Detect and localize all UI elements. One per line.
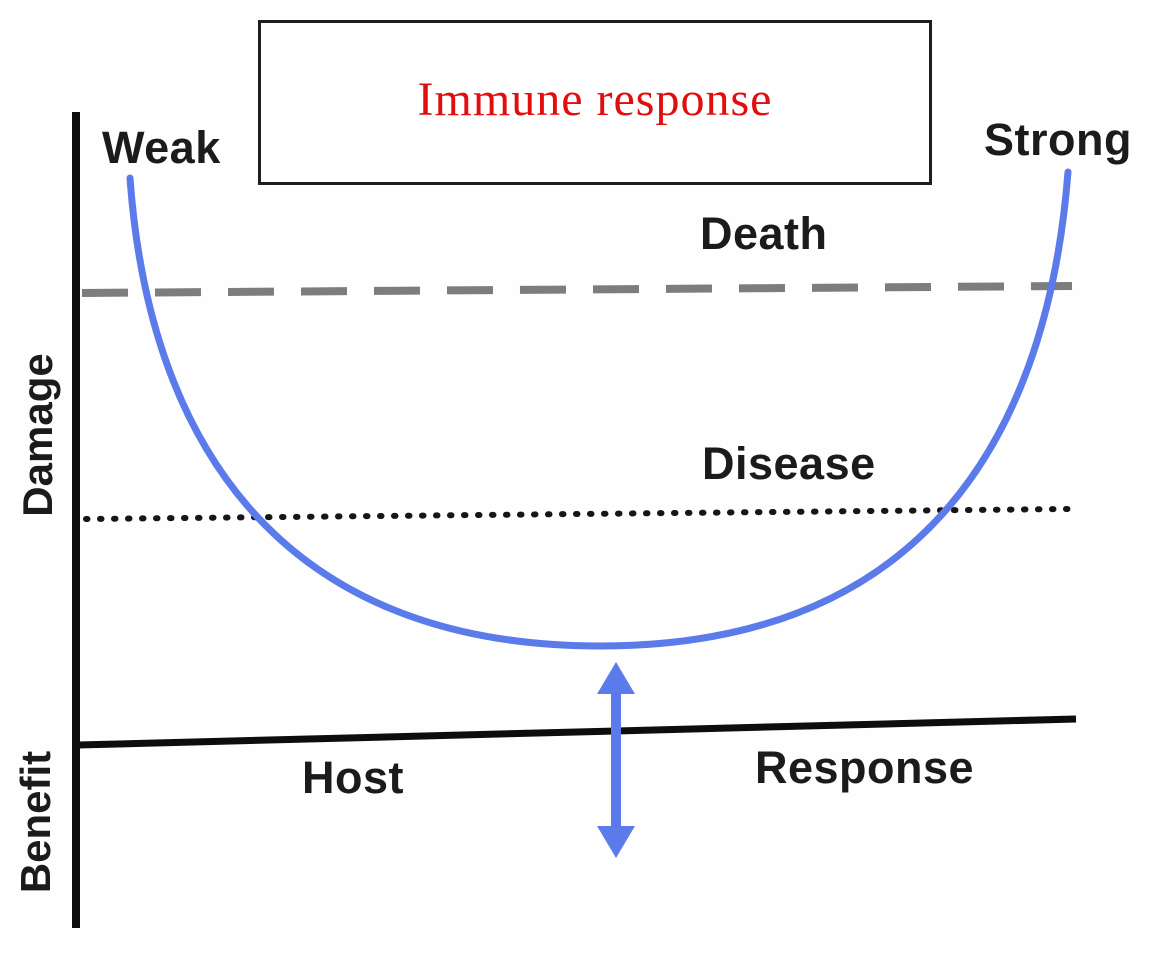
- strong-label: Strong: [984, 114, 1132, 165]
- y-axis-label-benefit: Benefit: [12, 750, 59, 894]
- u-curve: [126, 168, 1072, 650]
- death-threshold-line: [81, 282, 1073, 297]
- disease-label: Disease: [702, 438, 876, 489]
- x-axis-line: [77, 715, 1077, 749]
- chart-title: Immune response: [417, 73, 773, 126]
- x-axis-label-response: Response: [755, 742, 975, 793]
- disease-threshold-line: [83, 506, 1071, 522]
- weak-label: Weak: [102, 122, 221, 173]
- death-label: Death: [700, 208, 828, 259]
- double-arrow-icon: [597, 662, 635, 858]
- y-axis-label-damage: Damage: [14, 353, 61, 517]
- title-box: Immune response: [258, 20, 932, 185]
- x-axis-label-host: Host: [302, 752, 404, 803]
